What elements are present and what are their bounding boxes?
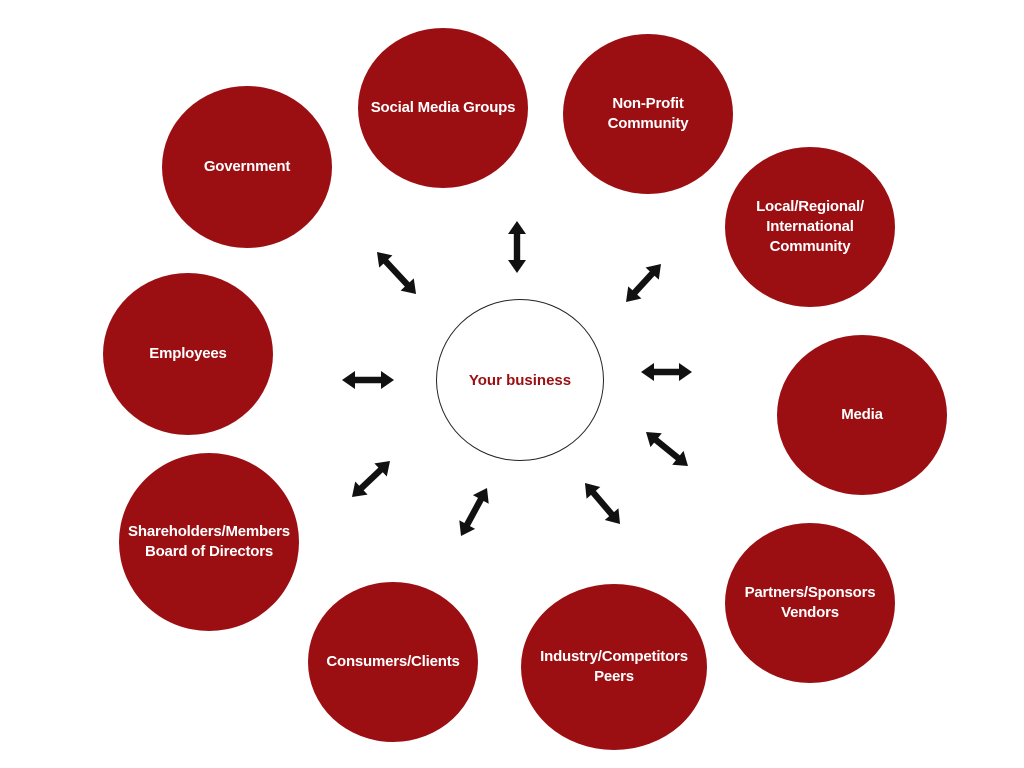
arrow-media-double-arrow-icon — [641, 363, 692, 381]
node-label: Industry/Competitors Peers — [540, 648, 688, 685]
node-label: Employees — [149, 345, 227, 362]
arrow-social-media-double-arrow-icon — [508, 221, 526, 273]
node-partners-sponsors-vendors: Partners/Sponsors Vendors — [725, 523, 895, 683]
node-label: Government — [203, 158, 291, 175]
arrow-employees-double-arrow-icon — [342, 371, 394, 389]
center-label: Your business — [468, 371, 572, 389]
node-label: Partners/Sponsors Vendors — [744, 584, 876, 621]
node-shareholders-members-board: Shareholders/Members Board of Directors — [119, 453, 299, 631]
node-label: Social Media Groups — [370, 99, 516, 116]
center-node: Your business — [436, 299, 604, 461]
node-label: Non-Profit Community — [607, 95, 689, 132]
node-media: Media — [777, 335, 947, 495]
node-employees: Employees — [103, 273, 273, 435]
node-label: Consumers/Clients — [326, 653, 460, 670]
arrow-non-profit-double-arrow-icon — [626, 264, 661, 302]
node-label: Media — [841, 406, 883, 423]
arrow-consumers-double-arrow-icon — [459, 487, 489, 537]
arrow-partners-double-arrow-icon — [646, 432, 688, 466]
node-industry-competitors-peers: Industry/Competitors Peers — [521, 584, 707, 750]
node-social-media-groups: Social Media Groups — [358, 28, 528, 188]
node-label: Local/Regional/ International Community — [756, 198, 864, 255]
node-label: Shareholders/Members Board of Directors — [128, 523, 290, 560]
arrow-industry-double-arrow-icon — [584, 482, 621, 525]
node-government: Government — [162, 86, 332, 248]
node-local-regional-international-community: Local/Regional/ International Community — [725, 147, 895, 307]
node-non-profit-community: Non-Profit Community — [563, 34, 733, 194]
node-consumers-clients: Consumers/Clients — [308, 582, 478, 742]
arrow-shareholders-double-arrow-icon — [351, 460, 391, 498]
arrow-government-double-arrow-icon — [376, 251, 417, 295]
